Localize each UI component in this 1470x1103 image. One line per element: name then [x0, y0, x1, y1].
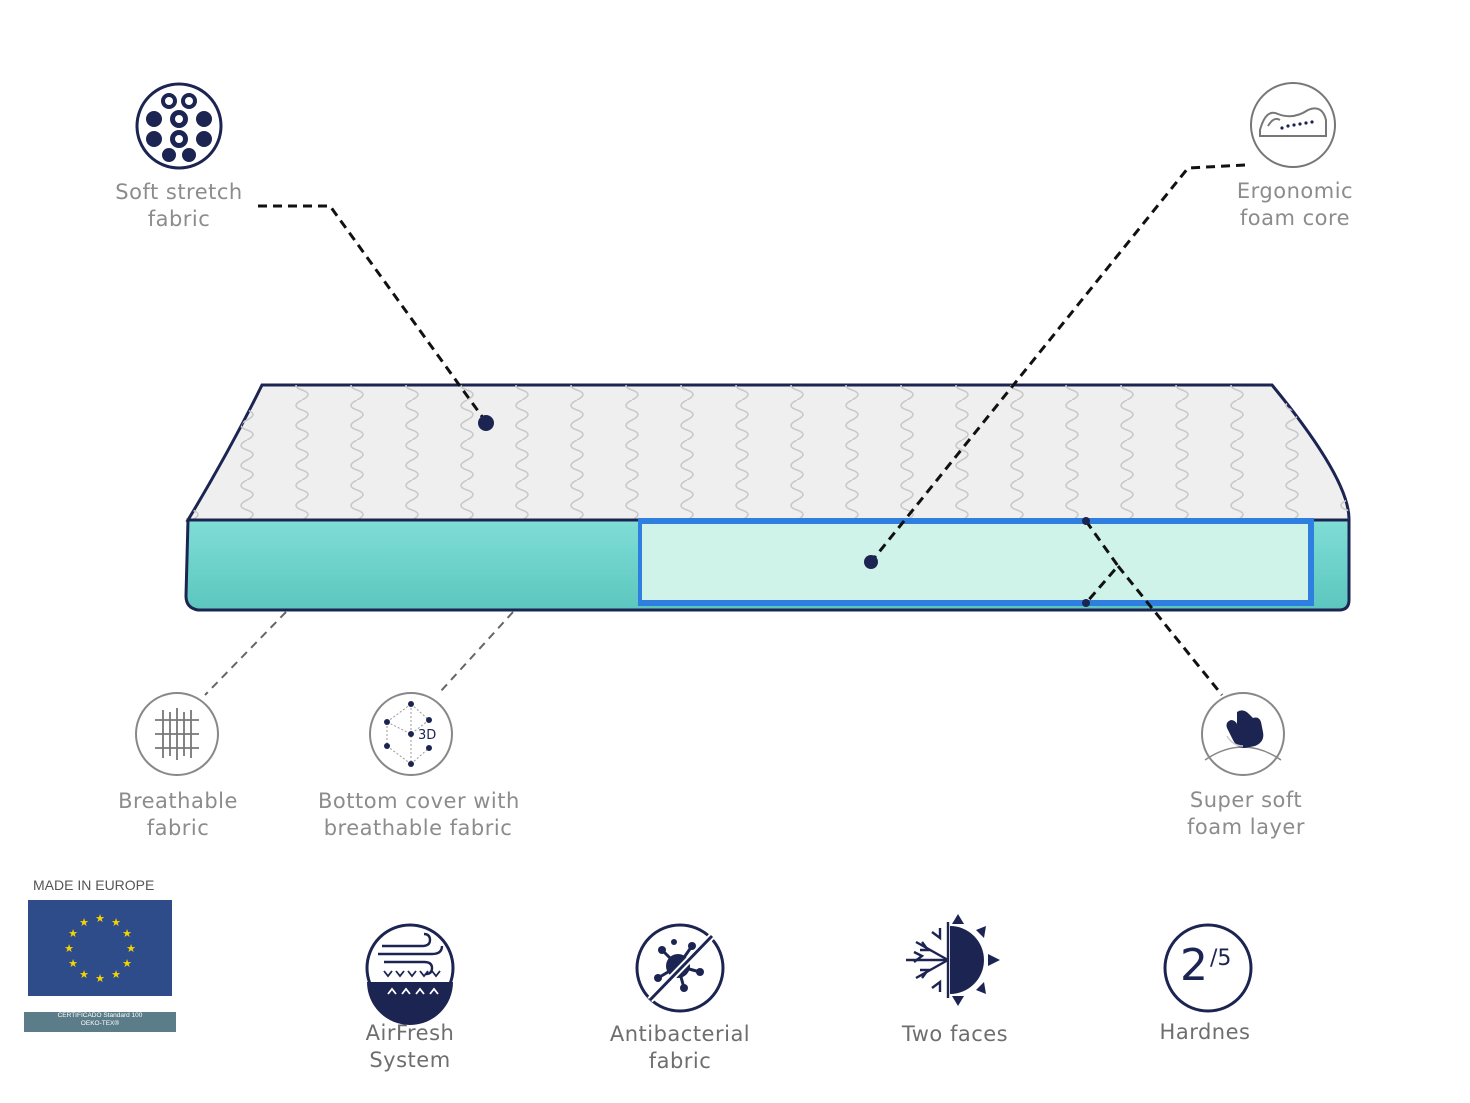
circle-grid-icon: [135, 82, 223, 170]
svg-text:★: ★: [122, 957, 132, 970]
svg-text:★: ★: [68, 957, 78, 970]
foam-cutaway: [640, 521, 1312, 603]
hardness-icon: [1163, 923, 1253, 1013]
3d-network-icon: 3D: [369, 692, 453, 776]
hardness-label: Hardnes: [1159, 1020, 1251, 1044]
no-bacteria-icon: [635, 923, 725, 1013]
svg-text:★: ★: [68, 927, 78, 940]
breathable-label: Breathable fabric: [118, 789, 238, 840]
airflow-icon: [365, 923, 455, 1025]
hardness-scale: /5: [1210, 946, 1232, 971]
hardness-value: 2: [1180, 940, 1208, 991]
hand-press-icon: [1201, 692, 1285, 776]
two-faces-label: Two faces: [901, 1022, 1009, 1046]
bottom-cover-label: Bottom cover with breathable fabric: [318, 789, 520, 840]
svg-text:★: ★: [122, 927, 132, 940]
airfresh-label: AirFresh System: [365, 1021, 455, 1072]
svg-text:★: ★: [95, 912, 105, 925]
made-in-europe-caption: MADE IN EUROPE: [33, 877, 155, 893]
snowflake-sun-icon: [906, 914, 1000, 1006]
svg-text:★: ★: [79, 916, 89, 929]
svg-text:3D: 3D: [418, 728, 436, 743]
svg-text:★: ★: [95, 972, 105, 985]
svg-text:★: ★: [79, 968, 89, 981]
svg-text:★: ★: [64, 942, 74, 955]
super-soft-label: Super soft foam layer: [1187, 788, 1305, 839]
body-contour-icon: [1250, 82, 1336, 168]
antibacterial-label: Antibacterial fabric: [609, 1022, 751, 1073]
oeko-tex-certificate: CERTIFICADO Standard 100 OEKO-TEX®: [24, 1012, 176, 1032]
svg-text:★: ★: [111, 968, 121, 981]
eu-flag-icon: ★★★ ★★★ ★★★ ★★★: [28, 900, 172, 996]
weave-icon: [135, 692, 219, 776]
svg-text:★: ★: [111, 916, 121, 929]
ergonomic-label: Ergonomic foam core: [1236, 179, 1354, 230]
svg-text:★: ★: [126, 942, 136, 955]
soft-stretch-label: Soft stretch fabric: [115, 180, 243, 231]
